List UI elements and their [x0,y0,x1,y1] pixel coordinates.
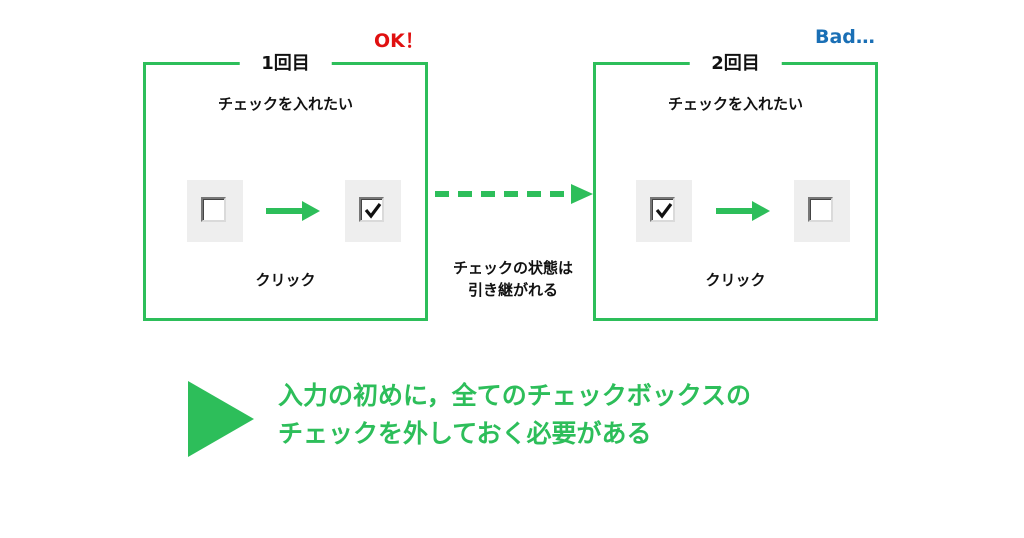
transfer-note-line1: チェックの状態は [452,259,573,277]
checkbox-checked-icon [345,180,401,242]
checkbox-unchecked-icon [187,180,243,242]
transfer-note: チェックの状態は 引き継がれる [433,257,593,301]
conclusion-text: 入力の初めに，全てのチェックボックスの チェックを外しておく必要がある [278,377,751,453]
panel-title: 2回目 [689,51,782,77]
play-triangle-icon [188,381,254,457]
right-arrow-icon [266,201,320,221]
transfer-note-line2: 引き継がれる [467,281,558,299]
bad-status-label: Bad… [815,26,875,48]
conclusion-line2: チェックを外しておく必要がある [278,419,652,448]
click-label: クリック [705,271,766,289]
checkbox-unchecked-icon [794,180,850,242]
conclusion-line1: 入力の初めに，全てのチェックボックスの [278,381,752,410]
ok-status-label: OK！ [374,30,424,52]
click-label: クリック [255,271,316,289]
checkbox-checked-icon [636,180,692,242]
dashed-right-arrow-icon [435,184,593,204]
second-attempt-panel: 2回目 チェックを入れたい クリック [593,51,878,321]
panel-subtitle: チェックを入れたい [667,95,803,113]
panel-title: 1回目 [239,51,332,77]
right-arrow-icon [716,201,770,221]
first-attempt-panel: 1回目 チェックを入れたい クリック [143,51,428,321]
panel-subtitle: チェックを入れたい [217,95,353,113]
